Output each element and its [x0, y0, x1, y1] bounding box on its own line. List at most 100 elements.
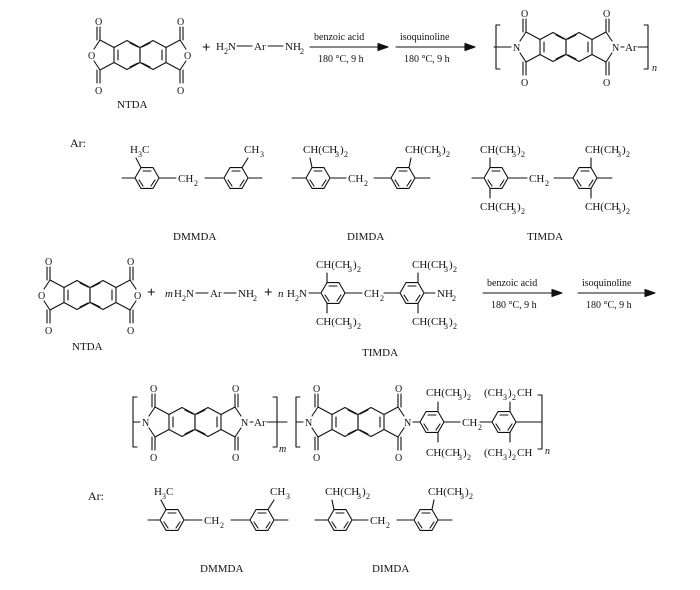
isopropyl-close: ): [463, 447, 467, 459]
isopropyl-text: CH(CH: [585, 144, 619, 156]
isopropyl-text: CH(CH: [405, 144, 439, 156]
condition-bottom: 180 °C, 9 h: [586, 300, 632, 311]
atom-n: N: [305, 418, 312, 429]
timda-label: TIMDA: [527, 231, 563, 243]
isopropyl-sub: 2: [453, 265, 457, 274]
condition-bottom: 180 °C, 9 h: [318, 54, 364, 65]
timda-label-2: TIMDA: [362, 347, 398, 359]
atom-o: O: [45, 257, 52, 268]
dmmda-structure-2: H 3 C CH 3 CH 2: [147, 486, 290, 531]
ar-label-2: Ar:: [88, 489, 104, 503]
methylene-ch: CH: [348, 173, 363, 185]
methyl-ch: CH: [270, 486, 285, 498]
diamine-ar: Ar: [254, 41, 266, 53]
n-prefix: n: [278, 288, 284, 300]
methyl-c: C: [166, 486, 173, 498]
condition-top: isoquinoline: [400, 32, 450, 43]
atom-o: O: [232, 384, 239, 395]
atom-o: O: [150, 384, 157, 395]
methyl-sub: 3: [260, 150, 264, 159]
isopropyl-rev-close: ): [508, 387, 512, 399]
methylene-ch: CH: [178, 173, 193, 185]
isopropyl-text: CH(CH: [316, 316, 350, 328]
atom-o: O: [521, 78, 528, 89]
isopropyl-sub: 2: [626, 207, 630, 216]
isopropyl-close: ): [463, 387, 467, 399]
isopropyl-close: ): [362, 486, 366, 498]
isopropyl-sub: 3: [348, 265, 352, 274]
product-ar: Ar: [625, 42, 637, 54]
isopropyl-close: ): [622, 144, 626, 156]
methylene-sub: 2: [194, 179, 198, 188]
methylene-sub: 2: [545, 179, 549, 188]
atom-o: O: [45, 326, 52, 337]
atom-o: O: [127, 257, 134, 268]
isopropyl-sub: 2: [453, 322, 457, 331]
product-ar: Ar: [254, 417, 266, 429]
isopropyl-sub: 2: [626, 150, 630, 159]
atom-o: O: [395, 453, 402, 464]
isopropyl-sub: 3: [503, 453, 507, 462]
methylene-ch: CH: [529, 173, 544, 185]
diamine-h: H: [174, 288, 182, 300]
atom-o: O: [88, 51, 95, 62]
atom-o: O: [232, 453, 239, 464]
isopropyl-rev-ch: CH: [517, 387, 532, 399]
isopropyl-sub: 3: [617, 207, 621, 216]
ar-label: Ar:: [70, 136, 86, 150]
methylene-sub: 2: [386, 521, 390, 530]
ar-options-1: Ar: H 3 C CH 3 CH 2 DMMDA: [70, 136, 630, 243]
reaction-arrow-4: isoquinoline 180 °C, 9 h: [577, 278, 656, 311]
isopropyl-sub: 3: [335, 150, 339, 159]
methylene-ch: CH: [462, 417, 477, 429]
isopropyl-sub: 2: [366, 492, 370, 501]
isopropyl-text: CH(CH: [585, 201, 619, 213]
isopropyl-sub: 3: [458, 393, 462, 402]
isopropyl-rev-open: (CH: [484, 387, 503, 399]
plus-sign: +: [202, 40, 211, 56]
isopropyl-sub: 3: [512, 150, 516, 159]
isopropyl-text: CH(CH: [412, 259, 446, 271]
plus-sign: +: [147, 285, 156, 301]
methylene-ch: CH: [370, 515, 385, 527]
isopropyl-close: ): [340, 144, 344, 156]
isopropyl-sub: 3: [357, 492, 361, 501]
isopropyl-close: ): [449, 316, 453, 328]
isopropyl-rev-close: ): [508, 447, 512, 459]
isopropyl-text: CH(CH: [426, 387, 460, 399]
isopropyl-close: ): [622, 201, 626, 213]
isopropyl-text: CH(CH: [412, 316, 446, 328]
isopropyl-sub: 2: [512, 453, 516, 462]
condition-top: isoquinoline: [582, 278, 632, 289]
atom-o: O: [134, 291, 141, 302]
methylene-sub: 2: [380, 294, 384, 303]
isopropyl-text: CH(CH: [316, 259, 350, 271]
isopropyl-close: ): [353, 316, 357, 328]
atom-o: O: [313, 384, 320, 395]
isopropyl-sub: 3: [617, 150, 621, 159]
diamine-sub: 2: [253, 294, 257, 303]
ntda-structure-2: O O O O O O: [38, 257, 141, 337]
plus-sign: +: [264, 285, 273, 301]
m-prefix: m: [165, 288, 173, 300]
isopropyl-sub: 2: [467, 453, 471, 462]
ar-options-2: Ar: H 3 C CH 3 CH 2 DMMDA: [88, 486, 473, 575]
isopropyl-sub: 2: [512, 393, 516, 402]
timda-unit: n CH 2 CH(CH 3 ) 2 CH(CH 3 ) 2 (CH 3 ) 2…: [419, 387, 550, 462]
isopropyl-sub: 2: [357, 265, 361, 274]
timda-diamine: n H 2 N NH 2 CH 2 CH(CH 3 ) 2 CH(CH 3 ): [278, 259, 457, 331]
isopropyl-sub: 3: [458, 453, 462, 462]
isopropyl-sub: 2: [521, 150, 525, 159]
methyl-h: H: [154, 486, 162, 498]
diamine-ar: Ar: [210, 288, 222, 300]
isopropyl-sub: 2: [344, 150, 348, 159]
condition-bottom: 180 °C, 9 h: [404, 54, 450, 65]
atom-o: O: [177, 86, 184, 97]
isopropyl-sub: 3: [460, 492, 464, 501]
methyl-sub: 3: [138, 150, 142, 159]
diamine-sub: 2: [182, 294, 186, 303]
diamine-n: N: [299, 288, 307, 300]
isopropyl-close: ): [517, 201, 521, 213]
diamine-sub: 2: [452, 294, 456, 303]
